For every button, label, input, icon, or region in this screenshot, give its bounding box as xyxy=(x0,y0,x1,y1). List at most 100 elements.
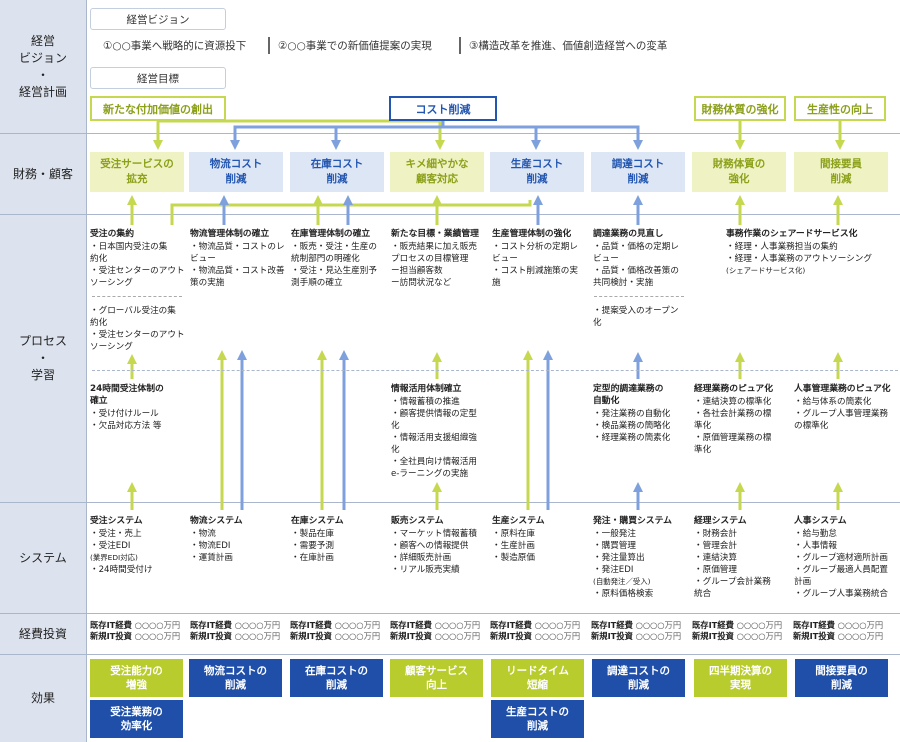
finance-production-cost: 生産コスト 削減 xyxy=(490,152,584,192)
cost-new-label: 新規IT投資 xyxy=(290,631,332,641)
system-block: 在庫システム ・製品在庫 ・需要予測 ・在庫計画 xyxy=(291,514,387,565)
process-item: ・受注・見込生産別予 測手順の確立 xyxy=(291,266,377,288)
effect-inventory-cost: 在庫コストの 削減 xyxy=(290,659,383,697)
vision-divider xyxy=(459,37,461,54)
finance-logistics-cost: 物流コスト 削減 xyxy=(189,152,283,192)
process-title: 24時間受注体制の 確立 xyxy=(90,384,164,406)
cost-new-label: 新規IT投資 xyxy=(190,631,232,641)
cost-amount: ○○○○万円 xyxy=(234,620,281,630)
side-label-process: プロセス ・ 学習 xyxy=(0,215,86,502)
finance-inventory-cost: 在庫コスト 削減 xyxy=(290,152,384,192)
process-item: ・品質・価格の定期レ ビュー xyxy=(593,242,679,264)
cost-amount: ○○○○万円 xyxy=(534,620,581,630)
side-label-effect: 効果 xyxy=(0,655,86,742)
cost-amount: ○○○○万円 xyxy=(134,620,181,630)
process-title: 情報活用体制確立 xyxy=(391,384,462,394)
system-item: ・物流EDI xyxy=(190,541,231,551)
system-title: 受注システム xyxy=(90,516,143,526)
cost-existing-label: 既存IT経費 xyxy=(490,620,532,630)
system-block: 発注・購買システム ・一般発注 ・購買管理 ・発注量算出 ・発注EDI (自動発… xyxy=(593,514,689,601)
cost-amount: ○○○○万円 xyxy=(134,631,181,641)
process-title: 在庫管理体制の確立 xyxy=(291,229,371,239)
system-item: ・顧客への情報提供 xyxy=(391,541,469,551)
cost-amount: ○○○○万円 xyxy=(234,631,281,641)
system-item: ・発注量算出 xyxy=(593,553,645,563)
system-item: ・原価管理 xyxy=(694,565,737,575)
process-item: ・欠品対応方法 等 xyxy=(90,421,162,431)
cost-cell: 既存IT経費 ○○○○万円 新規IT投資 ○○○○万円 xyxy=(490,620,586,642)
row-divider xyxy=(0,613,900,614)
cost-amount: ○○○○万円 xyxy=(434,620,481,630)
process-item: (シェアードサービス化) xyxy=(726,266,806,275)
system-item: (自動発注／受入) xyxy=(593,577,651,586)
system-item: ・発注EDI xyxy=(593,565,634,575)
cost-new-label: 新規IT投資 xyxy=(591,631,633,641)
process-title: 物流管理体制の確立 xyxy=(190,229,270,239)
process-block: 情報活用体制確立 ・情報蓄積の推進 ・顧客提供情報の定型 化 ・情報活用支援組織… xyxy=(391,382,487,481)
cost-amount: ○○○○万円 xyxy=(635,631,682,641)
process-block: 新たな目標・業績管理 ・販売結果に加え販売 プロセスの目標管理 ー担当顧客数 ー… xyxy=(391,227,487,290)
effect-logistics-cost: 物流コストの 削減 xyxy=(189,659,282,697)
side-label-plan: 経営 ビジョン ・ 経営計画 xyxy=(0,0,86,133)
effect-order-efficiency: 受注業務の 効率化 xyxy=(90,700,183,738)
cost-existing-label: 既存IT経費 xyxy=(190,620,232,630)
process-block: 生産管理体制の強化 ・コスト分析の定期レ ビュー ・コスト削減施策の実 施 xyxy=(492,227,588,290)
process-block: 24時間受注体制の 確立 ・受け付けルール ・欠品対応方法 等 xyxy=(90,382,186,433)
process-item: ・コスト分析の定期レ ビュー xyxy=(492,242,578,264)
side-label-system: システム xyxy=(0,503,86,613)
process-item: ・発注業務の自動化 xyxy=(593,409,671,419)
system-item: ・製品在庫 xyxy=(291,529,334,539)
effect-quarterly-closing: 四半期決算の 実現 xyxy=(694,659,787,697)
system-item: ・24時間受付け xyxy=(90,565,153,575)
system-item: (業界EDI対応) xyxy=(90,553,138,562)
system-item: ・詳細販売計画 xyxy=(391,553,452,563)
process-block: 物流管理体制の確立 ・物流品質・コストのレ ビュー ・物流品質・コスト改善 策の… xyxy=(190,227,286,290)
cost-new-label: 新規IT投資 xyxy=(390,631,432,641)
system-item: ・受注EDI xyxy=(90,541,131,551)
system-title: 物流システム xyxy=(190,516,243,526)
process-item: ・経理・人事業務のアウトソーシング xyxy=(726,254,872,264)
goal-value-creation: 新たな付加価値の創出 xyxy=(90,96,226,121)
system-item: ・グループ会計業務 統合 xyxy=(694,577,771,599)
finance-procurement-cost: 調達コスト 削減 xyxy=(591,152,685,192)
system-item: ・管理会計 xyxy=(694,541,737,551)
process-block: 調達業務の見直し ・品質・価格の定期レ ビュー ・品質・価格改善策の 共同検討・… xyxy=(593,227,689,290)
cost-new-label: 新規IT投資 xyxy=(90,631,132,641)
cost-amount: ○○○○万円 xyxy=(736,631,783,641)
process-block: ・提案受入のオープン 化 xyxy=(593,304,689,330)
system-title: 販売システム xyxy=(391,516,444,526)
goals-tab: 経営目標 xyxy=(90,67,226,89)
vision-divider xyxy=(268,37,270,54)
cost-new-label: 新規IT投資 xyxy=(793,631,835,641)
vision-item: ③構造改革を推進、価値創造経営への変革 xyxy=(469,40,668,52)
process-item: ・販売・受注・生産の 統制部門の明確化 xyxy=(291,242,377,264)
process-item: ・グローバル受注の集 約化 xyxy=(90,306,176,328)
process-item: ・品質・価格改善策の 共同検討・実施 xyxy=(593,266,679,288)
system-item: ・給与勤怠 xyxy=(794,529,837,539)
process-item: ・物流品質・コスト改善 策の実施 xyxy=(190,266,285,288)
vision-tab: 経営ビジョン xyxy=(90,8,226,30)
system-block: 受注システム ・受注・売上 ・受注EDI (業界EDI対応) ・24時間受付け xyxy=(90,514,186,577)
row-divider xyxy=(0,654,900,655)
cost-existing-label: 既存IT経費 xyxy=(692,620,734,630)
process-item: ・原価管理業務の標 準化 xyxy=(694,433,772,455)
finance-indirect-staff: 間接要員 削減 xyxy=(794,152,888,192)
system-item: ・原料在庫 xyxy=(492,529,535,539)
system-item: ・グループ適材適所計画 xyxy=(794,553,889,563)
process-item: ・経理業務の簡素化 xyxy=(593,433,671,443)
system-item: ・人事情報 xyxy=(794,541,837,551)
cost-new-label: 新規IT投資 xyxy=(490,631,532,641)
finance-financial-strength: 財務体質の 強化 xyxy=(692,152,786,192)
process-block: ・グローバル受注の集 約化 ・受注センターのアウト ソーシング xyxy=(90,304,186,354)
process-item: ・全社員向け情報活用 e-ラーニングの実施 xyxy=(391,457,477,479)
system-item: ・生産計画 xyxy=(492,541,535,551)
process-item: ・給与体系の簡素化 xyxy=(794,397,872,407)
system-block: 人事システム ・給与勤怠 ・人事情報 ・グループ適材適所計画 ・グループ最適人員… xyxy=(794,514,898,601)
cost-existing-label: 既存IT経費 xyxy=(591,620,633,630)
vision-item: ①○○事業へ戦略的に資源投下 xyxy=(103,40,247,52)
process-item: ・受注センターのアウト ソーシング xyxy=(90,266,185,288)
cost-cell: 既存IT経費 ○○○○万円 新規IT投資 ○○○○万円 xyxy=(90,620,186,642)
process-item: ー訪問状況など xyxy=(391,278,452,288)
process-block: 人事管理業務のピュア化 ・給与体系の簡素化 ・グループ人事管理業務 の標準化 xyxy=(794,382,896,433)
